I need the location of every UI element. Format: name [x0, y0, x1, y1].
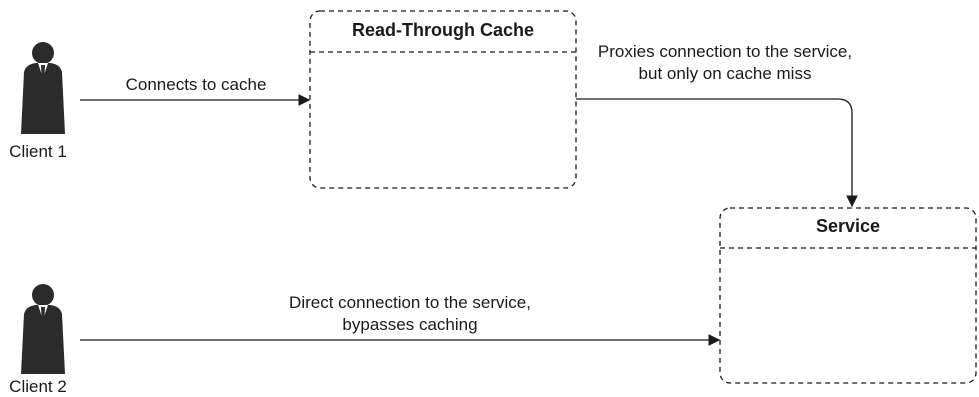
client1-label: Client 1: [9, 142, 67, 161]
client2-label: Client 2: [9, 377, 67, 396]
service-title: Service: [815, 216, 881, 236]
client2-to-service-label-line1: Direct connection to the service,: [289, 293, 531, 312]
cache-title: Read-Through Cache: [351, 20, 534, 40]
service-box: [719, 207, 977, 384]
cache-to-service-label-line2: but only on cache miss: [638, 64, 812, 83]
client1-to-cache-label: Connects to cache: [125, 75, 267, 94]
client2-person-icon: [21, 284, 65, 374]
client1-person-icon: [21, 42, 65, 134]
client2-to-service-label-line2: bypasses caching: [342, 315, 478, 334]
cache-to-service-arrow: [576, 98, 858, 208]
cache-to-service-label-line1: Proxies connection to the service,: [597, 42, 853, 61]
